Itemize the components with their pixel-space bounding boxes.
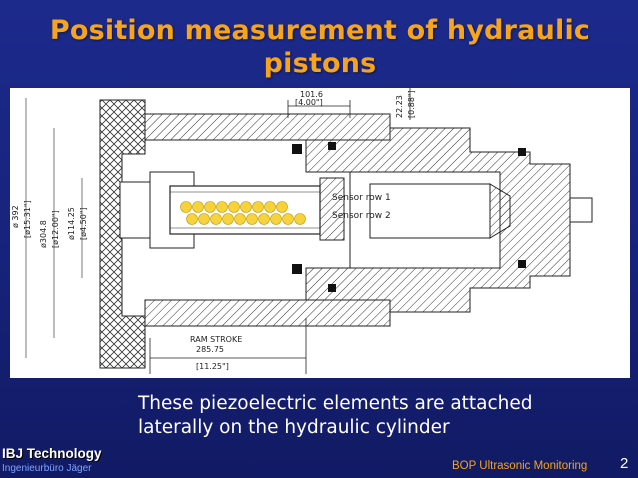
dim-left-2-label: ø304.8	[39, 220, 48, 248]
ram-stroke-value: 285.75	[196, 345, 224, 354]
caption-line-2: laterally on the hydraulic cylinder	[138, 417, 450, 438]
sensor-row-2-dot	[186, 213, 198, 225]
cylinder-drawing-svg: 101.6 [4.00"] 22.23 [0.88"] ø 392 [ø15.3…	[11, 88, 593, 374]
page-number: 2	[620, 455, 629, 472]
right-top-dimension: 22.23 [0.88"]	[395, 88, 416, 120]
presentation-title: BOP Ultrasonic Monitoring	[452, 460, 588, 472]
sensor-row-1-dot	[216, 201, 228, 213]
seal-bottom-left	[292, 264, 302, 274]
sensor-row-1-dot	[240, 201, 252, 213]
sensor-row-2-label: Sensor row 2	[332, 211, 391, 221]
dim-right-top-label: 22.23	[395, 95, 404, 118]
slide-title-line-1: Position measurement of hydraulic	[49, 15, 591, 46]
sensor-row-2-dot	[198, 213, 210, 225]
company-brand: IBJ Technology Ingenieurbüro Jäger	[2, 446, 102, 475]
sensor-row-2-dot	[246, 213, 258, 225]
sensor-row-2-dot	[222, 213, 234, 225]
sensor-row-2-dot	[258, 213, 270, 225]
dim-left-1-inch-label: [ø15.31"]	[23, 200, 32, 238]
sensor-row-1-dot	[192, 201, 204, 213]
slide-caption: These piezoelectric elements are attache…	[138, 392, 608, 440]
piston-rod-end	[569, 197, 593, 223]
sensor-row-1-dot	[228, 201, 240, 213]
dim-left-3-inch-label: [ø4.50"]	[79, 207, 88, 240]
dim-right-top-inch-label: [0.88"]	[407, 90, 416, 118]
caption-line-1: These piezoelectric elements are attache…	[138, 393, 533, 414]
sensor-row-1-dot	[276, 201, 288, 213]
ram-stroke-dimension: RAM STROKE 285.75 [11.25"]	[149, 318, 307, 374]
dim-top-inch-label: [4.00"]	[295, 98, 323, 107]
sensor-row-1-dot	[264, 201, 276, 213]
sensor-row-1-dot	[180, 201, 192, 213]
sensor-row-1	[180, 201, 288, 213]
seal-far-top	[518, 148, 526, 156]
cylinder-wall-bottom	[144, 299, 391, 327]
dim-left-1-label: ø 392	[11, 205, 20, 228]
cylinder-drawing: 101.6 [4.00"] 22.23 [0.88"] ø 392 [ø15.3…	[10, 88, 630, 378]
sensor-row-2-dot	[234, 213, 246, 225]
ram-stroke-label: RAM STROKE	[190, 335, 242, 344]
slide-title-line-2: pistons	[263, 48, 377, 79]
piston-seal	[319, 177, 345, 241]
seal-top-left	[292, 144, 302, 154]
dim-left-2-inch-label: [ø12.00"]	[51, 210, 60, 248]
seal-top-right	[328, 142, 336, 150]
cylinder-wall-top	[144, 113, 391, 141]
slide-title: Position measurement of hydraulic piston…	[20, 14, 620, 80]
sensor-row-2	[186, 213, 306, 225]
dim-left-3-label: ø114.25	[67, 207, 76, 240]
company-name: IBJ Technology	[2, 446, 102, 461]
dim-top-label: 101.6	[300, 90, 323, 99]
company-subtitle: Ingenieurbüro Jäger	[2, 463, 92, 474]
sensor-row-1-label: Sensor row 1	[332, 193, 391, 203]
sensor-row-1-dot	[204, 201, 216, 213]
sensor-row-2-dot	[294, 213, 306, 225]
seal-far-bottom	[518, 260, 526, 268]
ram-stroke-inch-label: [11.25"]	[196, 362, 229, 371]
sensor-row-2-dot	[270, 213, 282, 225]
seal-bottom-right	[328, 284, 336, 292]
left-dimensions: ø 392 [ø15.31"] ø304.8 [ø12.00"] ø114.25…	[11, 98, 88, 358]
sensor-row-2-dot	[210, 213, 222, 225]
piston-head	[119, 181, 151, 239]
rod-tip	[489, 183, 511, 239]
sensor-row-1-dot	[252, 201, 264, 213]
sensor-row-2-dot	[282, 213, 294, 225]
